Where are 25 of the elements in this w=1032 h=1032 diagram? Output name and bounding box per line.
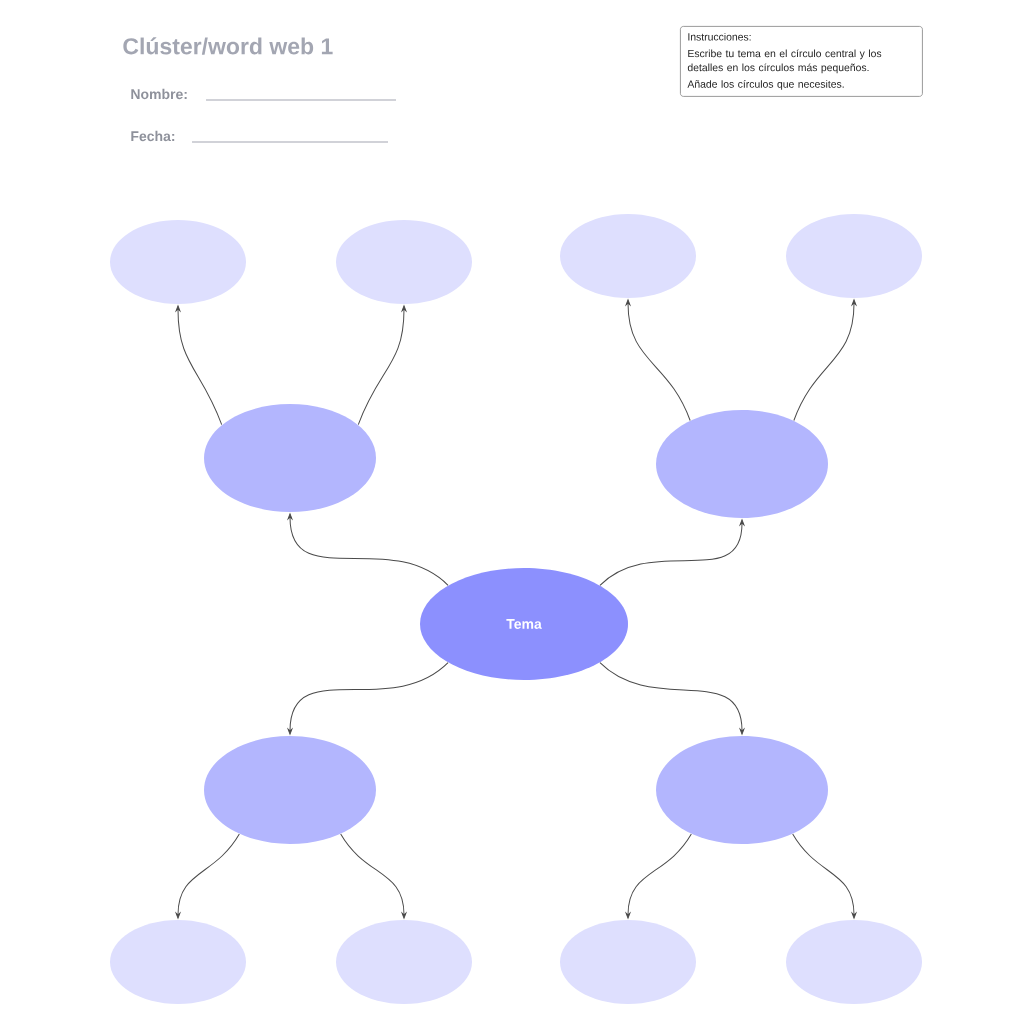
detail-ellipse — [336, 920, 472, 1004]
detail-ellipse — [786, 214, 922, 298]
arrow — [625, 833, 692, 919]
detail-ellipse — [110, 920, 246, 1004]
arrow — [340, 833, 407, 919]
arrow — [175, 833, 240, 919]
detail-ellipse — [110, 220, 246, 304]
arrow — [287, 662, 449, 735]
arrow — [625, 299, 691, 421]
subtopic-ellipse — [656, 736, 828, 844]
arrow — [175, 305, 223, 426]
arrow — [793, 299, 857, 421]
detail-ellipse — [560, 214, 696, 298]
arrow — [357, 305, 407, 426]
detail-ellipse — [336, 220, 472, 304]
arrow — [792, 833, 857, 919]
subtopic-ellipse — [204, 736, 376, 844]
arrow — [599, 519, 745, 586]
arrow — [287, 513, 449, 586]
subtopic-ellipse — [204, 404, 376, 512]
title: Clúster/word web 1 — [123, 37, 333, 55]
detail-ellipse — [560, 920, 696, 1004]
subtopic-ellipse — [656, 410, 828, 518]
detail-ellipse — [786, 920, 922, 1004]
arrow — [599, 662, 745, 735]
